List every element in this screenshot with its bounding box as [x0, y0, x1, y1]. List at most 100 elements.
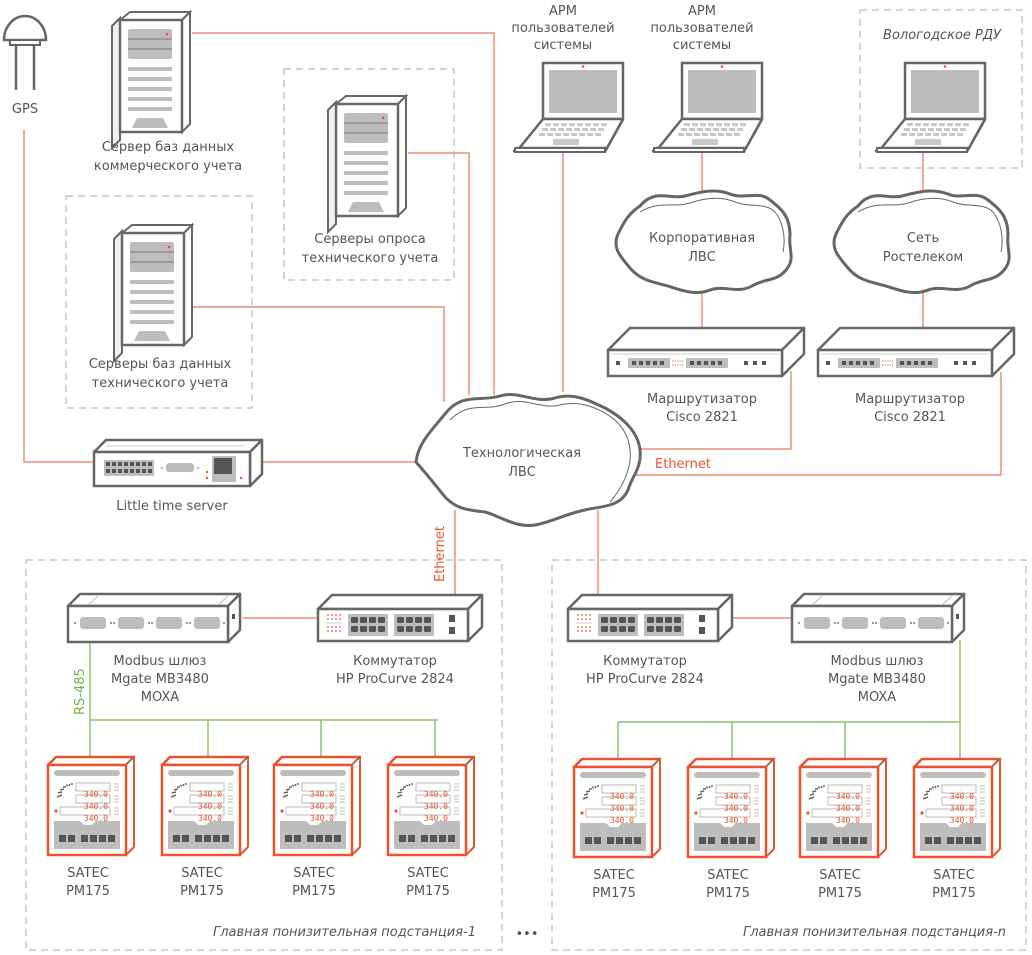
substation-1-group: [25, 559, 503, 951]
time-server-icon: [92, 438, 264, 488]
meter-label-model: PM175: [592, 886, 636, 901]
link-router1-lan: [625, 371, 792, 450]
servers-technical-label-2: технического учета: [92, 376, 229, 391]
meter-label-brand: SATEC: [819, 868, 861, 883]
switch2-label-1: Коммутатор: [603, 654, 687, 669]
meter-reading: 340.0: [198, 790, 222, 799]
workstation2-label-2: пользователей: [650, 21, 753, 36]
time-server-label: Little time server: [116, 499, 228, 514]
workstation1-label-2: пользователей: [511, 21, 614, 36]
meter-label-brand: SATEC: [707, 868, 749, 883]
laptop-icon: [651, 61, 764, 154]
meter-reading: 340.0: [836, 804, 860, 813]
meter-label-model: PM175: [292, 884, 336, 899]
laptop-icon: [874, 61, 987, 154]
cloud-corporate-label-2: ЛВС: [688, 250, 716, 265]
servers-polling-label-2: технического учета: [302, 251, 439, 266]
meter-reading: 340.0: [310, 802, 334, 811]
gateway1-label-3: MOXA: [141, 690, 180, 705]
cloud-rostelecom-label-2: Ростелеком: [883, 250, 963, 265]
rdu-title: Вологодское РДУ: [883, 28, 1002, 43]
meter-label-brand: SATEC: [67, 866, 109, 881]
meter-reading: 340.0: [724, 816, 748, 825]
meter-reading: 340.0: [836, 792, 860, 801]
meter-reading: 340.0: [84, 802, 108, 811]
server-commercial-label-1: Сервер баз данных: [102, 140, 235, 155]
switch2-label-2: HP ProCurve 2824: [586, 672, 704, 687]
link-commercial-server-lan: [192, 32, 495, 395]
meter-label-brand: SATEC: [181, 866, 223, 881]
gateway2-label-3: MOXA: [858, 690, 897, 705]
meter-reading: 340.0: [610, 816, 634, 825]
meter-reading: 340.0: [198, 802, 222, 811]
link-polling-servers-lan: [408, 152, 470, 395]
meter-reading: 340.0: [724, 792, 748, 801]
meter-label-brand: SATEC: [593, 868, 635, 883]
meter-label-model: PM175: [706, 886, 750, 901]
meter-reading: 340.0: [950, 804, 974, 813]
cloud-technological-label-1: Технологическая: [462, 446, 581, 461]
rs485-label: RS-485: [73, 668, 88, 715]
router-icon: [606, 326, 806, 378]
gateway1-label-1: Modbus шлюз: [114, 654, 207, 669]
meter-reading: 340.0: [724, 804, 748, 813]
workstation1-label-1: АРМ: [549, 4, 577, 19]
switch1-label-1: Коммутатор: [353, 654, 437, 669]
rdu-group: [859, 9, 1023, 169]
servers-technical-label-1: Серверы баз данных: [89, 357, 232, 372]
workstation2-label-3: системы: [673, 38, 731, 53]
router1-label-2: Cisco 2821: [666, 410, 738, 425]
server-icon: [112, 223, 194, 363]
polling-servers-group: [283, 68, 455, 281]
workstation1-label-3: системы: [534, 38, 592, 53]
meter-label-brand: SATEC: [407, 866, 449, 881]
gps-antenna-icon: [2, 14, 48, 90]
meter-reading: 340.0: [424, 802, 448, 811]
modbus-gateway-icon: [790, 592, 966, 644]
substation-n-title: Главная понизительная подстанция-n: [743, 925, 1006, 940]
meter-reading: 340.0: [610, 792, 634, 801]
router2-label-2: Cisco 2821: [874, 410, 946, 425]
meter-reading: 340.0: [84, 814, 108, 823]
gps-label: GPS: [12, 102, 38, 117]
meter-reading: 340.0: [198, 814, 222, 823]
meter-reading: 340.0: [310, 814, 334, 823]
router2-label-1: Маршрутизатор: [855, 392, 965, 407]
substation1-title: Главная понизительная подстанция-1: [213, 925, 476, 940]
ellipsis: •••: [515, 927, 538, 942]
servers-polling-label-1: Серверы опроса: [314, 232, 425, 247]
gateway1-label-2: Mgate MB3480: [111, 672, 209, 687]
meter-label-model: PM175: [406, 884, 450, 899]
cloud-technological: [414, 393, 642, 527]
meter-label-model: PM175: [180, 884, 224, 899]
ethernet-links: [23, 32, 1002, 619]
gateway2-label-2: Mgate MB3480: [828, 672, 926, 687]
gateway2-label-1: Modbus шлюз: [831, 654, 924, 669]
meter-reading: 340.0: [836, 816, 860, 825]
meter-label-model: PM175: [932, 886, 976, 901]
meter-reading: 340.0: [424, 790, 448, 799]
cloud-corporate: [614, 189, 793, 294]
server-icon: [326, 94, 408, 234]
laptop-icon: [512, 61, 625, 154]
tech-servers-group: [65, 195, 253, 409]
meter-reading: 340.0: [950, 792, 974, 801]
switch1-label-2: HP ProCurve 2824: [336, 672, 454, 687]
cloud-rostelecom-label-1: Сеть: [907, 231, 939, 246]
ethernet-label-vertical: Ethernet: [433, 526, 448, 582]
ethernet-label-horizontal: Ethernet: [655, 457, 711, 472]
server-commercial-label-2: коммерческого учета: [94, 159, 242, 174]
rs485-links: [89, 640, 961, 758]
meter-label-brand: SATEC: [933, 868, 975, 883]
modbus-gateway-icon: [66, 592, 242, 644]
cloud-rostelecom: [832, 189, 1011, 294]
router1-label-1: Маршрутизатор: [647, 392, 757, 407]
